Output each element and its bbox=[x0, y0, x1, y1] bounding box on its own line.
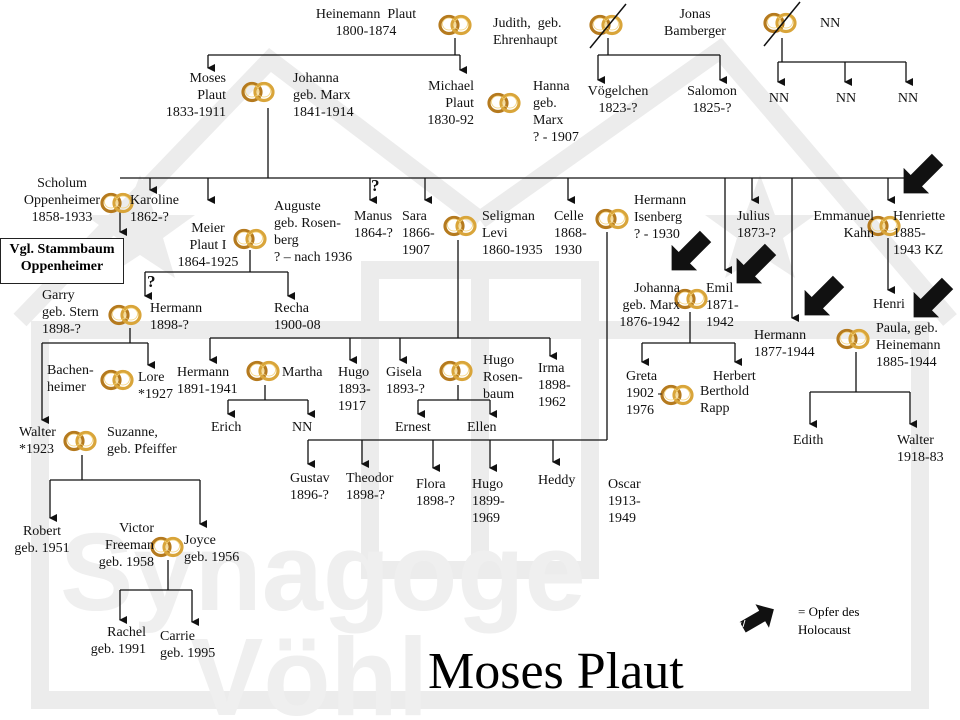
person-auguste: Auguste geb. Rosen- berg ? – nach 1936 bbox=[274, 199, 353, 265]
person-ellen: Ellen bbox=[467, 420, 497, 435]
person-bachenheimer: Bachen- heimer bbox=[47, 363, 94, 395]
person-nn1: NN bbox=[768, 91, 790, 106]
person-robert: Robert geb. 1951 bbox=[14, 524, 70, 556]
wedding-rings-icon bbox=[660, 384, 694, 406]
person-michael: Michael Plaut 1830-92 bbox=[427, 79, 474, 128]
wedding-rings-icon bbox=[595, 208, 629, 230]
person-celle: Celle 1868- 1930 bbox=[554, 209, 587, 258]
watermark-word-voehl: Vöhl bbox=[190, 616, 428, 720]
watermark-roof-left bbox=[13, 47, 486, 327]
wedding-rings-icon bbox=[241, 81, 275, 103]
person-greta: Greta 1902 - 1976 bbox=[626, 369, 663, 418]
wedding-rings-icon bbox=[443, 215, 477, 237]
wedding-rings-icon bbox=[674, 288, 708, 310]
person-gisela: Gisela 1893-? bbox=[386, 365, 425, 397]
person-moses: Moses Plaut 1833-1911 bbox=[165, 71, 226, 120]
person-johanna-marx: Johanna geb. Marx 1841-1914 bbox=[293, 71, 354, 120]
person-sara: Sara 1866- 1907 bbox=[402, 209, 435, 258]
person-irma: Irma 1898- 1962 bbox=[538, 361, 571, 410]
wedding-rings-icon bbox=[589, 14, 623, 36]
person-victor: Victor Freeman geb. 1958 bbox=[98, 521, 154, 570]
person-emmanuel: Emmanuel Kahn bbox=[813, 209, 874, 241]
person-ernest: Ernest bbox=[395, 420, 431, 435]
person-jonas: Jonas Bamberger bbox=[664, 7, 726, 39]
page-title: Moses Plaut bbox=[428, 643, 684, 700]
wedding-rings-icon bbox=[108, 304, 142, 326]
see-family-tree-oppenheimer-box: Vgl. Stammbaum Oppenheimer bbox=[0, 238, 124, 284]
person-martha: Martha bbox=[282, 365, 323, 380]
legend-text: = Opfer des Holocaust bbox=[798, 604, 860, 637]
divorce-slash-icon bbox=[589, 3, 627, 49]
person-recha: Recha 1900-08 bbox=[274, 301, 321, 333]
person-henriette: Henriette 1885- 1943 KZ bbox=[893, 209, 946, 258]
wedding-rings-icon bbox=[836, 328, 870, 350]
person-theodor: Theodor 1898-? bbox=[346, 471, 394, 503]
person-emil: Emil 1871- 1942 bbox=[706, 281, 739, 330]
watermark-word-synagoge: Synagoge bbox=[60, 511, 586, 634]
wedding-rings-icon bbox=[63, 430, 97, 452]
watermark-star-right bbox=[705, 175, 815, 278]
person-johanna-marx2: Johanna geb. Marx 1876-1942 bbox=[619, 281, 680, 330]
person-erich: Erich bbox=[211, 420, 242, 435]
wedding-rings-icon bbox=[246, 360, 280, 382]
person-scholum: Scholum Oppenheimer 1858-1933 bbox=[23, 176, 101, 225]
person-julius: Julius 1873-? bbox=[737, 209, 776, 241]
person-seligman: Seligman Levi 1860-1935 bbox=[482, 209, 543, 258]
person-rachel: Rachel geb. 1991 bbox=[90, 625, 146, 657]
question-mark: ? bbox=[371, 176, 380, 195]
person-berthold: Berthold Rapp bbox=[700, 384, 749, 416]
person-nn-top: NN bbox=[820, 16, 841, 31]
person-heinemann: Heinemann Plaut 1800-1874 bbox=[315, 7, 417, 39]
person-garry: Garry geb. Stern 1898-? bbox=[42, 288, 99, 337]
person-hugo-1893: Hugo 1893- 1917 bbox=[338, 365, 371, 414]
person-hermann-1898: Hermann 1898-? bbox=[150, 301, 203, 333]
wedding-rings-icon bbox=[100, 369, 134, 391]
person-carrie: Carrie geb. 1995 bbox=[160, 629, 216, 661]
wedding-rings-icon bbox=[439, 360, 473, 382]
person-henri: Henri bbox=[873, 297, 905, 312]
person-walter-1923: Walter *1923 bbox=[19, 425, 56, 457]
watermark-star-left bbox=[85, 175, 195, 278]
person-lore: Lore *1927 bbox=[138, 370, 173, 402]
person-hermann-1877: Hermann 1877-1944 bbox=[754, 328, 815, 360]
legend-victim-arrow-icon bbox=[735, 597, 781, 639]
holocaust-victim-arrow-icon bbox=[791, 268, 852, 329]
person-heddy: Heddy bbox=[538, 473, 576, 488]
question-mark: ? bbox=[147, 272, 156, 291]
person-hugo-rosenbaum: Hugo Rosen- baum bbox=[483, 353, 523, 402]
watermark-roof-right bbox=[474, 37, 957, 326]
person-meier: Meier Plaut I 1864-1925 bbox=[177, 221, 239, 270]
person-manus: Manus 1864-? bbox=[354, 209, 393, 241]
person-hermann-isenberg: Hermann Isenberg ? - 1930 bbox=[634, 193, 687, 242]
wedding-rings-icon bbox=[438, 14, 472, 36]
person-judith: Judith, geb. Ehrenhaupt bbox=[493, 16, 562, 48]
person-flora: Flora 1898-? bbox=[416, 477, 455, 509]
person-hermann-1891: Hermann 1891-1941 bbox=[177, 365, 238, 397]
divorce-slash-icon bbox=[763, 1, 801, 47]
person-walter-1918: Walter 1918-83 bbox=[897, 433, 944, 465]
person-herbert: Herbert bbox=[713, 369, 756, 384]
person-edith: Edith bbox=[793, 433, 824, 448]
wedding-rings-icon bbox=[763, 12, 797, 34]
person-hugo-1899: Hugo 1899- 1969 bbox=[472, 477, 505, 526]
wedding-rings-icon bbox=[487, 92, 521, 114]
person-nn2: NN bbox=[835, 91, 857, 106]
holocaust-victim-arrow-icon bbox=[890, 146, 951, 207]
person-nn3: NN bbox=[897, 91, 919, 106]
person-gustav: Gustav 1896-? bbox=[290, 471, 330, 503]
wedding-rings-icon bbox=[150, 536, 184, 558]
person-paula: Paula, geb. Heinemann 1885-1944 bbox=[876, 321, 941, 370]
person-hanna: Hanna geb. Marx ? - 1907 bbox=[533, 79, 579, 145]
person-karoline: Karoline 1862-? bbox=[130, 193, 179, 225]
person-oscar: Oscar 1913- 1949 bbox=[608, 477, 641, 526]
person-suzanne: Suzanne, geb. Pfeiffer bbox=[107, 425, 177, 457]
person-voegelchen: Vögelchen 1823-? bbox=[587, 84, 649, 116]
person-joyce: Joyce geb. 1956 bbox=[184, 533, 240, 565]
person-salomon: Salomon 1825-? bbox=[687, 84, 737, 116]
person-nn-erich: NN bbox=[292, 420, 313, 435]
